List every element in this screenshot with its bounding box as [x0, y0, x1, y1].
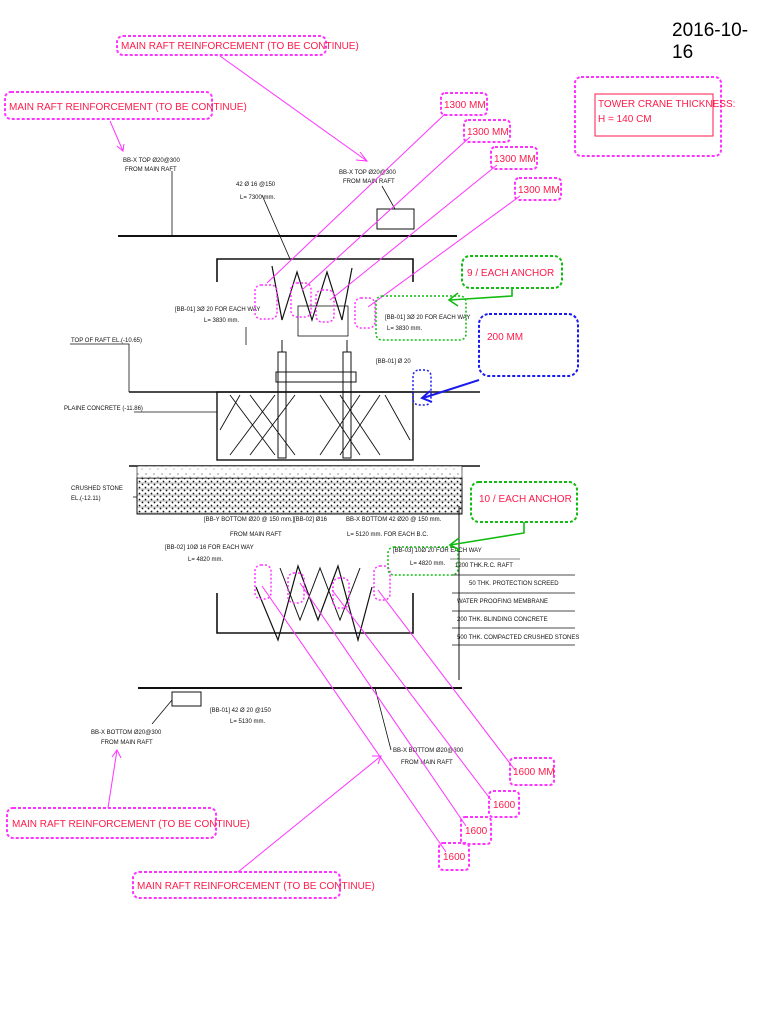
anchor-count-top: 9 / EACH ANCHOR	[467, 268, 554, 279]
cad-structure	[70, 171, 520, 751]
elevation-label: PLAINE CONCRETE (-11.86)	[64, 406, 143, 412]
bar-spec-label: BB-X BOTTOM Ø20@300	[91, 730, 162, 736]
bar-spec-label: [BB-01] 42 Ø 20 @150	[210, 708, 271, 714]
main-raft-callout: MAIN RAFT REINFORCEMENT (TO BE CONTINUE)	[9, 102, 247, 113]
length-label: L= 4820 mm.	[188, 557, 224, 563]
bar-spec-label: [BB-02] 10Ø 16 FOR EACH WAY	[165, 545, 254, 551]
length-label: L= 7300 mm.	[240, 195, 276, 201]
bb-x-top-label: BB-X TOP Ø20@300	[123, 158, 180, 164]
bar-spec-label: BB-X BOTTOM 42 Ø20 @ 150 mm.	[346, 517, 442, 523]
date-stamp: 2016-10-16	[672, 20, 749, 63]
length-label: L= 5120 mm. FOR EACH B.C.	[347, 532, 429, 538]
dimension-callout-1300: 1300 MM	[444, 100, 486, 111]
layer-label: WATER PROOFING MEMBRANE	[457, 599, 548, 605]
from-main-raft-label: FROM MAIN RAFT	[343, 179, 395, 185]
length-label: L= 5130 mm.	[230, 719, 266, 725]
length-label: L= 3830 mm.	[387, 326, 423, 332]
bar-spec-label: [BB-02] Ø16	[294, 517, 328, 523]
from-main-raft-label: FROM MAIN RAFT	[230, 532, 282, 538]
from-main-raft-label: FROM MAIN RAFT	[125, 167, 177, 173]
elevation-label: CRUSHED STONE	[71, 486, 123, 492]
layer-legend	[452, 574, 575, 646]
main-raft-callout: MAIN RAFT REINFORCEMENT (TO BE CONTINUE)	[12, 819, 250, 830]
bar-spec-label: [BB-01] 3Ø 20 FOR EACH WAY	[175, 307, 260, 313]
from-main-raft-label: FROM MAIN RAFT	[401, 760, 453, 766]
bar-spec-label: BB-X BOTTOM Ø20@300	[393, 748, 464, 754]
bar-spec-label: [BB-03] 10Ø 20 FOR EACH WAY	[393, 548, 482, 554]
tower-crane-thickness-label: TOWER CRANE THICKNESS:	[598, 99, 735, 110]
dimension-callout-1600: 1600 MM	[513, 767, 555, 778]
length-label: L= 3830 mm.	[204, 318, 240, 324]
layer-label: 200 THK. BLINDING CONCRETE	[457, 617, 548, 623]
main-raft-callout: MAIN RAFT REINFORCEMENT (TO BE CONTINUE)	[137, 881, 375, 892]
dimension-callout-1600: 1600	[443, 852, 466, 863]
length-label: L= 4820 mm.	[410, 561, 446, 567]
from-main-raft-label: FROM MAIN RAFT	[101, 740, 153, 746]
elevation-label: TOP OF RAFT EL.(-10.65)	[71, 338, 142, 344]
anchor-count-bottom: 10 / EACH ANCHOR	[479, 494, 572, 505]
main-raft-callout: MAIN RAFT REINFORCEMENT (TO BE CONTINUE)	[121, 41, 359, 52]
blue-markup	[412, 313, 579, 406]
dimension-callout-1300: 1300 MM	[494, 154, 536, 165]
tower-crane-thickness-value: H = 140 CM	[598, 114, 652, 125]
layer-label: 500 THK. COMPACTED CRUSHED STONES	[457, 635, 579, 641]
dimension-callout-1300: 1300 MM	[467, 127, 509, 138]
layer-label: 50 THK. PROTECTION SCREED	[469, 581, 559, 587]
dimension-callout-1600: 1600	[465, 826, 488, 837]
elevation-label: EL.(-12.11)	[71, 496, 101, 502]
bb-x-top-label: BB-X TOP Ø20@300	[339, 170, 396, 176]
layer-label: 1200 THK.R.C. RAFT	[455, 563, 513, 569]
magenta-markup	[4, 35, 722, 899]
dimension-callout-1300: 1300 MM	[518, 185, 560, 196]
dimension-callout-1600: 1600	[493, 800, 516, 811]
bar-spec-label: [BB-Y BOTTOM Ø20 @ 150 mm.]	[204, 517, 295, 523]
bar-spec-label: 42 Ø 16 @150	[236, 182, 276, 188]
bar-spec-label: [BB-01] 3Ø 20 FOR EACH WAY	[385, 315, 470, 321]
bar-spec-label: [BB-01] Ø 20	[376, 359, 411, 365]
cover-dimension-callout: 200 MM	[487, 332, 523, 343]
green-markup	[375, 255, 578, 576]
